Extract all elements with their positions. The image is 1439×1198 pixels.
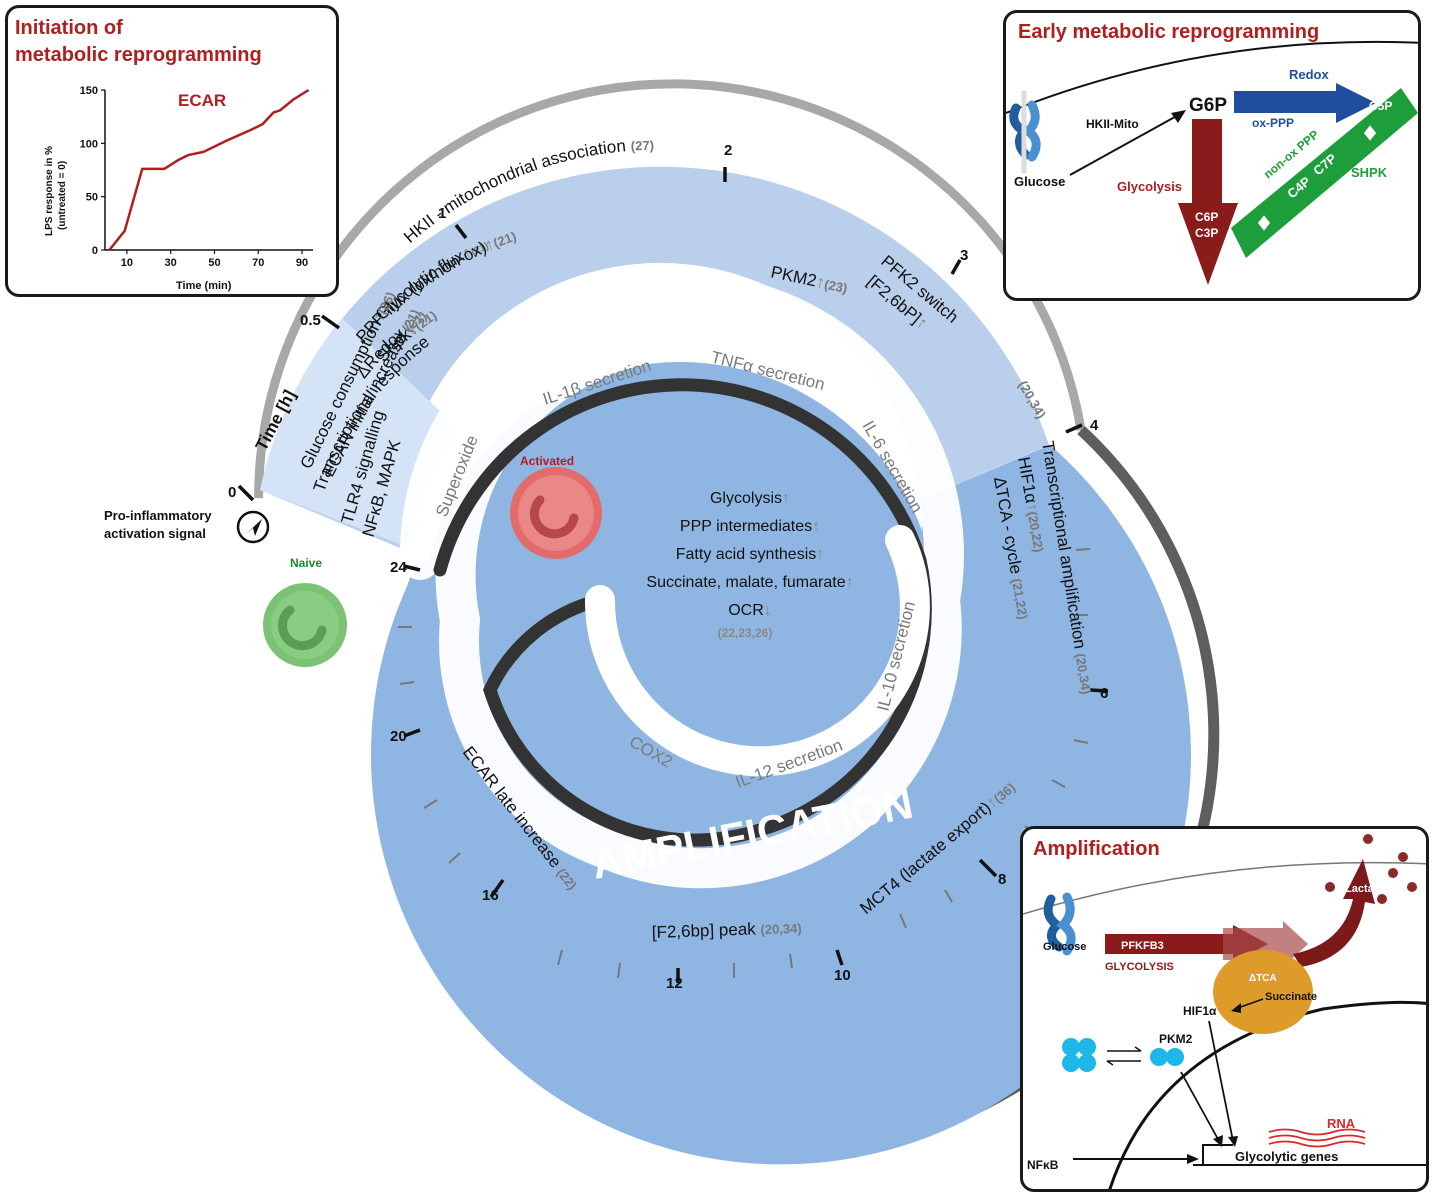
cyclic-arrow-icon: [1254, 120, 1380, 236]
ecar-y-tick-label: 0: [92, 245, 98, 257]
event-f26bp-peak: [F2,6bp] peak (20,34): [651, 918, 801, 942]
center-refs: (22,23,26): [718, 626, 773, 640]
lactate-dots: [1325, 834, 1417, 904]
amp-glucose: Glucose: [1043, 941, 1086, 953]
ecar-ylabel-line2: (untreated = 0): [57, 161, 68, 230]
tick-label-1: 1: [438, 205, 446, 222]
tick-label-6: 6: [1100, 685, 1108, 702]
pkm2-dimer-icon: [1150, 1048, 1184, 1066]
mitochondrion-icon: [1213, 950, 1313, 1034]
early-ox-ppp: ox-PPP: [1252, 116, 1294, 130]
tick-label-24: 24: [390, 559, 407, 576]
early-glucose: Glucose: [1014, 174, 1065, 189]
ecar-x-tick-label: 90: [296, 257, 308, 269]
ecar-x-tick-label: 50: [208, 257, 220, 269]
signal-arrow-icon: [236, 510, 270, 544]
amp-nfkb: NFκB: [1027, 1158, 1059, 1172]
early-c3p: C3P: [1195, 226, 1218, 240]
early-glycolysis: Glycolysis: [1117, 179, 1182, 194]
glycolysis-arrow: [1178, 119, 1238, 285]
amp-hif1a: HIF1α: [1183, 1004, 1217, 1018]
rna-strand-icon: [1268, 1128, 1366, 1148]
early-reprogramming-panel: Early metabolic reprogramming Glucose HK…: [1003, 10, 1421, 301]
naive-cell-icon: [263, 583, 347, 667]
timeline-ticks: [237, 167, 1109, 983]
ox-ppp-arrow: [1234, 83, 1376, 123]
center-succinate: Succinate, malate, fumarate↑: [646, 574, 853, 591]
amp-panel-title: Amplification: [1033, 838, 1160, 860]
tick-label-4: 4: [1090, 417, 1099, 434]
spiral-dark-line: [433, 378, 932, 847]
glucose-transporter-icon: [1009, 84, 1041, 173]
tick-label-12: 12: [666, 975, 683, 992]
early-shpk: SHPK: [1351, 165, 1388, 180]
ecar-series-line: [108, 88, 310, 251]
ecar-x-tick-label: 30: [165, 257, 177, 269]
tick-label-16: 16: [482, 887, 499, 904]
tick-label-10: 10: [834, 967, 851, 984]
amp-glycolysis: GLYCOLYSIS: [1105, 961, 1174, 973]
ecar-y-tick-label: 50: [86, 192, 98, 204]
signal-label-line2: activation signal: [104, 526, 206, 541]
amplification-panel: Amplification Glucose PFKFB3 GLYCOLYSIS …: [1020, 826, 1429, 1192]
early-hkii-mito: HKII-Mito: [1086, 117, 1139, 131]
ecar-panel-title-line1: Initiation of: [15, 17, 123, 39]
center-ocr: OCR↓: [728, 602, 772, 619]
ecar-ylabel-line1: LPS response in %: [44, 146, 55, 236]
ecar-y-tick-label: 150: [80, 85, 98, 97]
ecar-panel: Initiation of metabolic reprogramming 10…: [5, 5, 339, 297]
amp-lactate: Lactate: [1345, 883, 1384, 895]
early-redox: Redox: [1289, 67, 1330, 82]
ecar-chart: 10 30 50 70 90 0 50 100 150 ECAR LPS response in…: [44, 85, 313, 292]
early-panel-diagram: Glucose HKII-Mito G6P Redox ox-PPP C5P n…: [1006, 40, 1418, 285]
activated-label: Activated: [520, 454, 574, 468]
tick-labels: 0 0.5 1 2 3 4 6 8 10 12 16 20 24: [228, 142, 1108, 992]
amp-succinate: Succinate: [1265, 991, 1317, 1003]
center-ppp-intermediates: PPP intermediates↑: [680, 518, 820, 535]
tick-label-20: 20: [390, 728, 407, 745]
tick-label-0.5: 0.5: [300, 312, 321, 329]
spiral-inner-tail: [584, 525, 930, 777]
center-glycolysis: Glycolysis↑: [710, 490, 790, 507]
ecar-y-tick-label: 100: [80, 138, 98, 150]
naive-label: Naive: [290, 556, 322, 570]
lactate-arrow: [1293, 859, 1375, 967]
ecar-panel-title-line2: metabolic reprogramming: [15, 44, 262, 66]
activated-cell-icon: [510, 467, 602, 559]
tick-label-0: 0: [228, 484, 236, 501]
early-g6p: G6P: [1189, 95, 1227, 116]
amp-delta-tca: ΔTCA: [1249, 973, 1277, 984]
phase-wedge-early: [260, 166, 1049, 548]
tick-label-8: 8: [998, 871, 1006, 888]
early-panel-title: Early metabolic reprogramming: [1018, 21, 1320, 43]
ecar-x-tick-label: 10: [121, 257, 133, 269]
amp-glycolytic-genes: Glycolytic genes: [1235, 1149, 1338, 1164]
tick-label-3: 3: [960, 247, 968, 264]
ecar-x-tick-label: 70: [252, 257, 264, 269]
timeline-minor-ticks: [398, 548, 1091, 979]
spiral-white-band: [399, 272, 964, 889]
amp-glucose-transporter-icon: [1043, 892, 1076, 956]
early-c6p: C6P: [1195, 210, 1218, 224]
ecar-xlabel: Time (min): [176, 280, 232, 292]
early-c5p: C5P: [1369, 99, 1392, 113]
amp-rna: RNA: [1327, 1116, 1356, 1131]
pkm2-tetramer-icon: [1062, 1038, 1096, 1072]
signal-label-line1: Pro-inflammatory: [104, 508, 212, 523]
ecar-chart-label: ECAR: [178, 91, 226, 110]
amp-pfkfb3: PFKFB3: [1121, 940, 1164, 952]
tick-label-2: 2: [724, 142, 732, 159]
amp-pkm2: PKM2: [1159, 1032, 1193, 1046]
center-fatty-acid: Fatty acid synthesis↑: [676, 546, 825, 563]
amp-panel-diagram: Glucose PFKFB3 GLYCOLYSIS Lactate ΔTCA S…: [1023, 834, 1426, 1189]
